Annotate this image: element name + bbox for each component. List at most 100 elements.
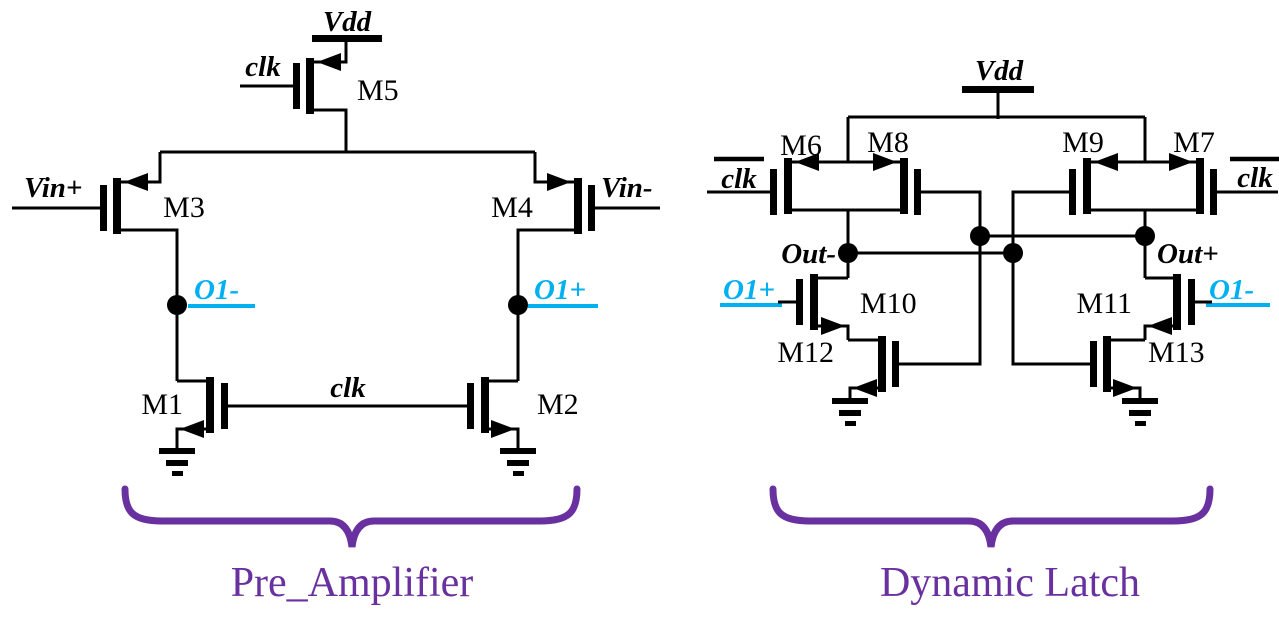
ground-bar	[845, 421, 856, 426]
latch-clk-right-label: clk	[1237, 162, 1273, 194]
m8-pmos-arrow-icon	[873, 153, 897, 171]
junction-dot-o1-minus	[167, 295, 187, 315]
m11-gate-bar	[1188, 279, 1195, 325]
m3-label: M3	[163, 191, 205, 224]
m7-channel-bar	[1196, 158, 1204, 214]
m13-channel-bar	[1103, 336, 1111, 392]
m9-m13-gate-wire	[1011, 190, 1090, 366]
ground-bar	[1129, 410, 1151, 416]
ground-bar	[159, 448, 195, 454]
m4-gate-bar	[588, 185, 595, 231]
m12-gate-bar	[892, 341, 899, 387]
m7-pmos-arrow-icon	[1169, 153, 1193, 171]
ground-bar	[1135, 421, 1146, 426]
m13-gate-bar	[1090, 341, 1097, 387]
m1-channel-bar	[206, 377, 214, 433]
ground-bar	[513, 471, 524, 476]
m3-drain-wire	[121, 228, 179, 381]
m10-channel-bar	[810, 274, 818, 330]
ground-bar	[1122, 398, 1158, 404]
m9-channel-bar	[1083, 158, 1091, 214]
ground-bar	[500, 448, 536, 454]
ground-bar	[507, 460, 529, 466]
m10-label: M10	[860, 287, 917, 320]
m11-channel-bar	[1173, 274, 1181, 330]
m5-label: M5	[357, 74, 399, 107]
m8-label: M8	[867, 126, 909, 159]
preamp-o1-minus-label: O1-	[194, 274, 239, 306]
out-minus-label: Out-	[781, 238, 836, 270]
m8-gate-bar	[914, 169, 921, 215]
latch-o1-minus-label: O1-	[1209, 274, 1254, 306]
ground-bar	[839, 410, 861, 416]
ground-symbol-m12	[832, 398, 868, 426]
latch-vdd-supply-bar	[962, 86, 1034, 93]
m11-label: M11	[1076, 287, 1132, 320]
preamp-o1-plus-label: O1+	[534, 274, 586, 306]
m3-pmos-arrow-icon	[124, 173, 148, 191]
m6-pmos-arrow-icon	[795, 153, 819, 171]
latch-clk-left-label: clk	[721, 163, 757, 195]
m5-drain-wire	[314, 108, 348, 152]
preamp-vdd-label: Vdd	[323, 6, 372, 38]
m7-gate-bar	[1210, 169, 1217, 215]
out-plus-label: Out+	[1157, 238, 1219, 270]
m4-drain-wire	[516, 228, 574, 381]
m3-gate-bar	[100, 185, 107, 231]
m4-pmos-arrow-icon	[547, 173, 571, 191]
dynamic-latch-brace	[769, 485, 1214, 548]
m6-gate-bar	[770, 169, 777, 215]
vin-plus-label: Vin+	[24, 172, 82, 204]
m9-pmos-arrow-icon	[1094, 153, 1118, 171]
pre-amplifier-brace	[121, 485, 581, 548]
m7-label: M7	[1173, 126, 1215, 159]
m5-pmos-arrow-icon	[317, 53, 341, 71]
m6-label: M6	[780, 129, 822, 162]
ground-bar	[172, 471, 183, 476]
junction-dot-gate-right	[1003, 243, 1023, 263]
latch-o1-plus-label: O1+	[723, 274, 775, 306]
m4-channel-bar	[574, 178, 582, 234]
ground-symbol-m13	[1122, 398, 1158, 426]
m10-nmos-arrow-icon	[821, 317, 845, 335]
m2-label: M2	[537, 388, 579, 421]
vin-minus-label: Vin-	[601, 172, 653, 204]
dynamic-latch-section-label: Dynamic Latch	[880, 560, 1140, 606]
latch-vdd-label: Vdd	[975, 55, 1024, 87]
m10-gate-bar	[796, 279, 803, 325]
junction-dot-out-minus	[838, 243, 858, 263]
m5-channel-bar	[306, 58, 314, 114]
m1-gate-bar	[221, 383, 228, 429]
junction-dot-gate-left	[970, 226, 990, 246]
m12-channel-bar	[878, 336, 886, 392]
m2-channel-bar	[481, 377, 489, 433]
m8-channel-bar	[900, 158, 908, 214]
preamp-vdd-supply-bar	[312, 35, 382, 42]
m1-nmos-arrow-icon	[180, 420, 204, 438]
m12-nmos-arrow-icon	[853, 379, 877, 397]
m2-nmos-arrow-icon	[491, 420, 515, 438]
dynamic-latch-section: Vdd clk M6 M8 M9	[707, 55, 1279, 606]
pre-amplifier-section-label: Pre_Amplifier	[231, 560, 474, 606]
ground-symbol-m1	[159, 448, 195, 476]
m9-label: M9	[1062, 126, 1104, 159]
m8-m12-gate-wire	[899, 190, 982, 366]
m12-label: M12	[777, 336, 834, 369]
ground-bar	[166, 460, 188, 466]
m5-clk-label: clk	[245, 51, 281, 83]
preamp-clk-label: clk	[330, 372, 366, 404]
m13-nmos-arrow-icon	[1113, 379, 1137, 397]
m5-gate-bar	[293, 63, 300, 109]
m6-channel-bar	[784, 158, 792, 214]
m3-channel-bar	[113, 178, 121, 234]
m1-label: M1	[141, 388, 183, 421]
ground-bar	[832, 398, 868, 404]
pre-amplifier-section: Vdd clk M5 Vin+ M3 Vin- M4 O1-	[12, 6, 660, 606]
m2-gate-bar	[467, 383, 474, 429]
junction-dot-out-plus	[1135, 226, 1155, 246]
m4-label: M4	[491, 191, 533, 224]
ground-symbol-m2	[500, 448, 536, 476]
m9-gate-bar	[1069, 169, 1076, 215]
